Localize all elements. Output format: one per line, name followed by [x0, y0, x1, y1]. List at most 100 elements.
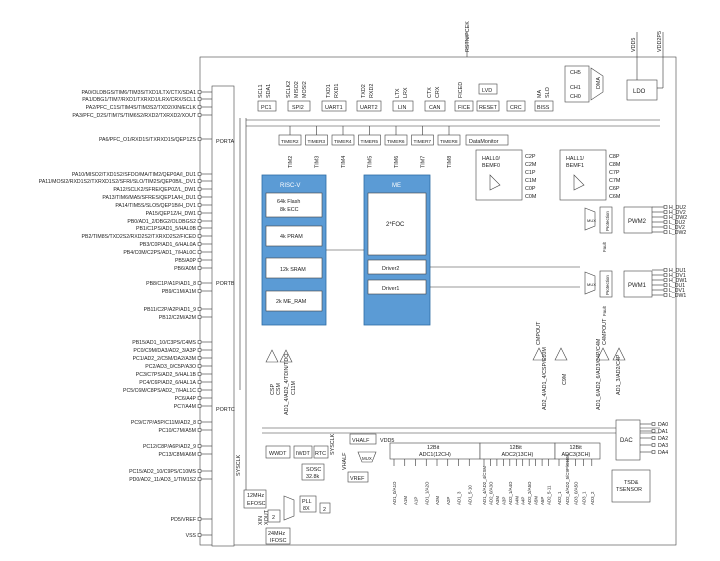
left-pin-label: PD0/AD2_11/AD3_1/TIM1S2	[129, 477, 196, 483]
pwm2-label: PWM2	[628, 219, 647, 225]
pin-pad	[197, 137, 202, 141]
timer-pin-label: TIM6	[394, 156, 400, 168]
pin-pad	[197, 242, 202, 246]
ldo-block	[626, 79, 658, 101]
c11m-label: C11M	[291, 381, 297, 395]
pwm-out-label: L_DV1	[669, 288, 685, 294]
pin-pad	[197, 203, 202, 207]
hall1-title-1: HALL1/	[566, 156, 584, 162]
can-label: CAN	[429, 105, 440, 111]
adc-mux	[357, 451, 377, 463]
hall0-block	[475, 149, 523, 201]
pin-pad	[197, 356, 202, 360]
adc-pin-label: AD1_3	[457, 491, 462, 505]
data-monitor-label: DataMonitor	[469, 139, 499, 145]
left-pin-label: PC4/C6P/AD2_6/HAL1A	[139, 380, 196, 386]
timer-pin-label: TIM2	[288, 156, 294, 168]
left-pin-label: PB2/TIM8S/TXD2S2/RXD2S2/TXRXD2S2/FICED	[82, 234, 197, 240]
hall-pin-label: C8P	[609, 154, 620, 160]
pin-pad	[197, 452, 202, 456]
pc1-label: PC1	[261, 105, 272, 111]
cmp-pins-right2: AD1_3/AD2/C4P	[616, 354, 622, 395]
left-pin-label: PC6/A4P	[175, 396, 197, 402]
adc-bits: 12Bit	[510, 445, 523, 451]
hall-pin-label: C2M	[525, 162, 537, 168]
pwm-out-label: L_DW2	[669, 230, 686, 236]
uart2-label: UART2	[360, 105, 378, 111]
dma-ch1: CH1	[570, 85, 581, 91]
csp-label: CSP	[270, 384, 276, 395]
adc-pin-label: AD2_4/AD2_5/C9P/C10M	[565, 454, 570, 505]
left-pin-label: PB12/C2M/A2M	[159, 315, 196, 321]
left-pin-label: PA6/PFC_O1/RXD1S/TXRXD1S/QEP1ZS	[99, 137, 197, 143]
xin-label: XIN	[258, 516, 264, 525]
sram-block	[265, 257, 323, 279]
mosi2-label: MOSI2	[302, 81, 308, 98]
pwm1-block	[623, 270, 653, 298]
left-pin-label: PC3/C7PS/AD2_5/HAL1B	[136, 372, 197, 378]
pin-pad	[197, 289, 202, 293]
pwm-out-label: H_DW2	[669, 215, 687, 221]
adc-pin-label: AD3_0/A5O	[573, 481, 578, 505]
vhalf-block	[349, 433, 377, 445]
pin-pad	[197, 517, 202, 521]
left-pin-label: PA2/PFC_C1S/TIM4S/TIM3S2/TXD2/XIN/ECLK	[86, 105, 197, 111]
clock-mux	[283, 495, 295, 521]
sosc-label-1: SOSC	[306, 467, 321, 473]
hall-pin-label: C6P	[609, 186, 620, 192]
dac-out-label: DA3	[658, 443, 668, 449]
timer-label: TIMER7	[414, 139, 432, 145]
left-pin-label: PB9/C1M/A1M	[162, 289, 196, 295]
pwm2-fault: Fault	[602, 241, 607, 252]
adc-pin-label: A3P	[501, 497, 506, 505]
left-pin-label: PB1/C1PS/AD1_5/HAL0B	[136, 226, 197, 232]
left-pin-label: PC2/AD3_0/C5P/A3O	[145, 364, 196, 370]
me-ram-label: 2k ME_RAM	[276, 299, 307, 305]
pwm1-protection	[599, 270, 613, 298]
ma-label: MA	[537, 90, 543, 98]
uart1-label: UART1	[325, 105, 343, 111]
vref-block	[347, 471, 369, 483]
pwm-out-label: H_DV2	[669, 210, 686, 216]
adc-pin-label: A1M	[403, 496, 408, 505]
wwdt-block	[265, 445, 291, 459]
left-pin-label: PA14/TIM5S/SLO5/QEP1B/H_DV1	[115, 203, 196, 209]
adc-mux-label: MUX	[362, 456, 372, 461]
pin-pad	[197, 340, 202, 344]
left-pin-label: PB5/A0P	[175, 258, 197, 264]
pwm2-block	[623, 206, 653, 234]
vhalf-label: VHALF	[352, 438, 370, 444]
spi2-label: SPI2	[292, 105, 304, 111]
reset-label: RESET	[479, 105, 498, 111]
left-pin-label: PA3/PFC_D2S/TIM7S/TIM6S2/RXD2/TXRXD2/XOU…	[72, 113, 196, 119]
pin-pad	[197, 380, 202, 384]
adc-pin-label: A2M	[435, 496, 440, 505]
pin-pad	[197, 281, 202, 285]
left-pin-label: PC13/C8M/A6M	[159, 452, 196, 458]
pwm-out-label: L_DU1	[669, 283, 685, 289]
pin-pad	[197, 364, 202, 368]
ltx-label: LTX	[395, 88, 401, 98]
left-pin-label: PA10/MISO2/TXD1S2/SFDO/MA/TIM2/QEP0A/I_D…	[72, 172, 196, 178]
wwdt-label: WWDT	[269, 451, 287, 457]
driver1-label: Driver1	[382, 286, 399, 292]
driver2-label: Driver2	[382, 266, 399, 272]
adc-pin-label: AD2_2/A5O	[527, 481, 532, 505]
left-pin-label: PB0/AD1_2/DBG2/OLDBGS2	[127, 219, 196, 225]
sclk2-label: SCLK2	[286, 81, 292, 98]
pll-block	[299, 495, 317, 513]
ficed-label: FICED	[458, 82, 464, 98]
sram-label: 12k SRAM	[280, 267, 306, 273]
adc-pin-label: AD2_0/A3O	[488, 481, 493, 505]
adc-name: ADC2(13CH)	[502, 452, 534, 458]
adc-pin-label: A4P	[521, 497, 526, 505]
port-bus	[211, 85, 235, 547]
left-pin-label: PB4/C0M/C2PS/AD1_7/HAL0C	[123, 250, 196, 256]
ifosc-block	[265, 527, 291, 545]
adc-pin-label: AD1_1/A2O	[424, 481, 429, 505]
hall1-block	[559, 149, 607, 201]
flash-label-2: 8k ECC	[280, 207, 299, 213]
sysclk-label-2: SYSCLK	[330, 433, 336, 455]
